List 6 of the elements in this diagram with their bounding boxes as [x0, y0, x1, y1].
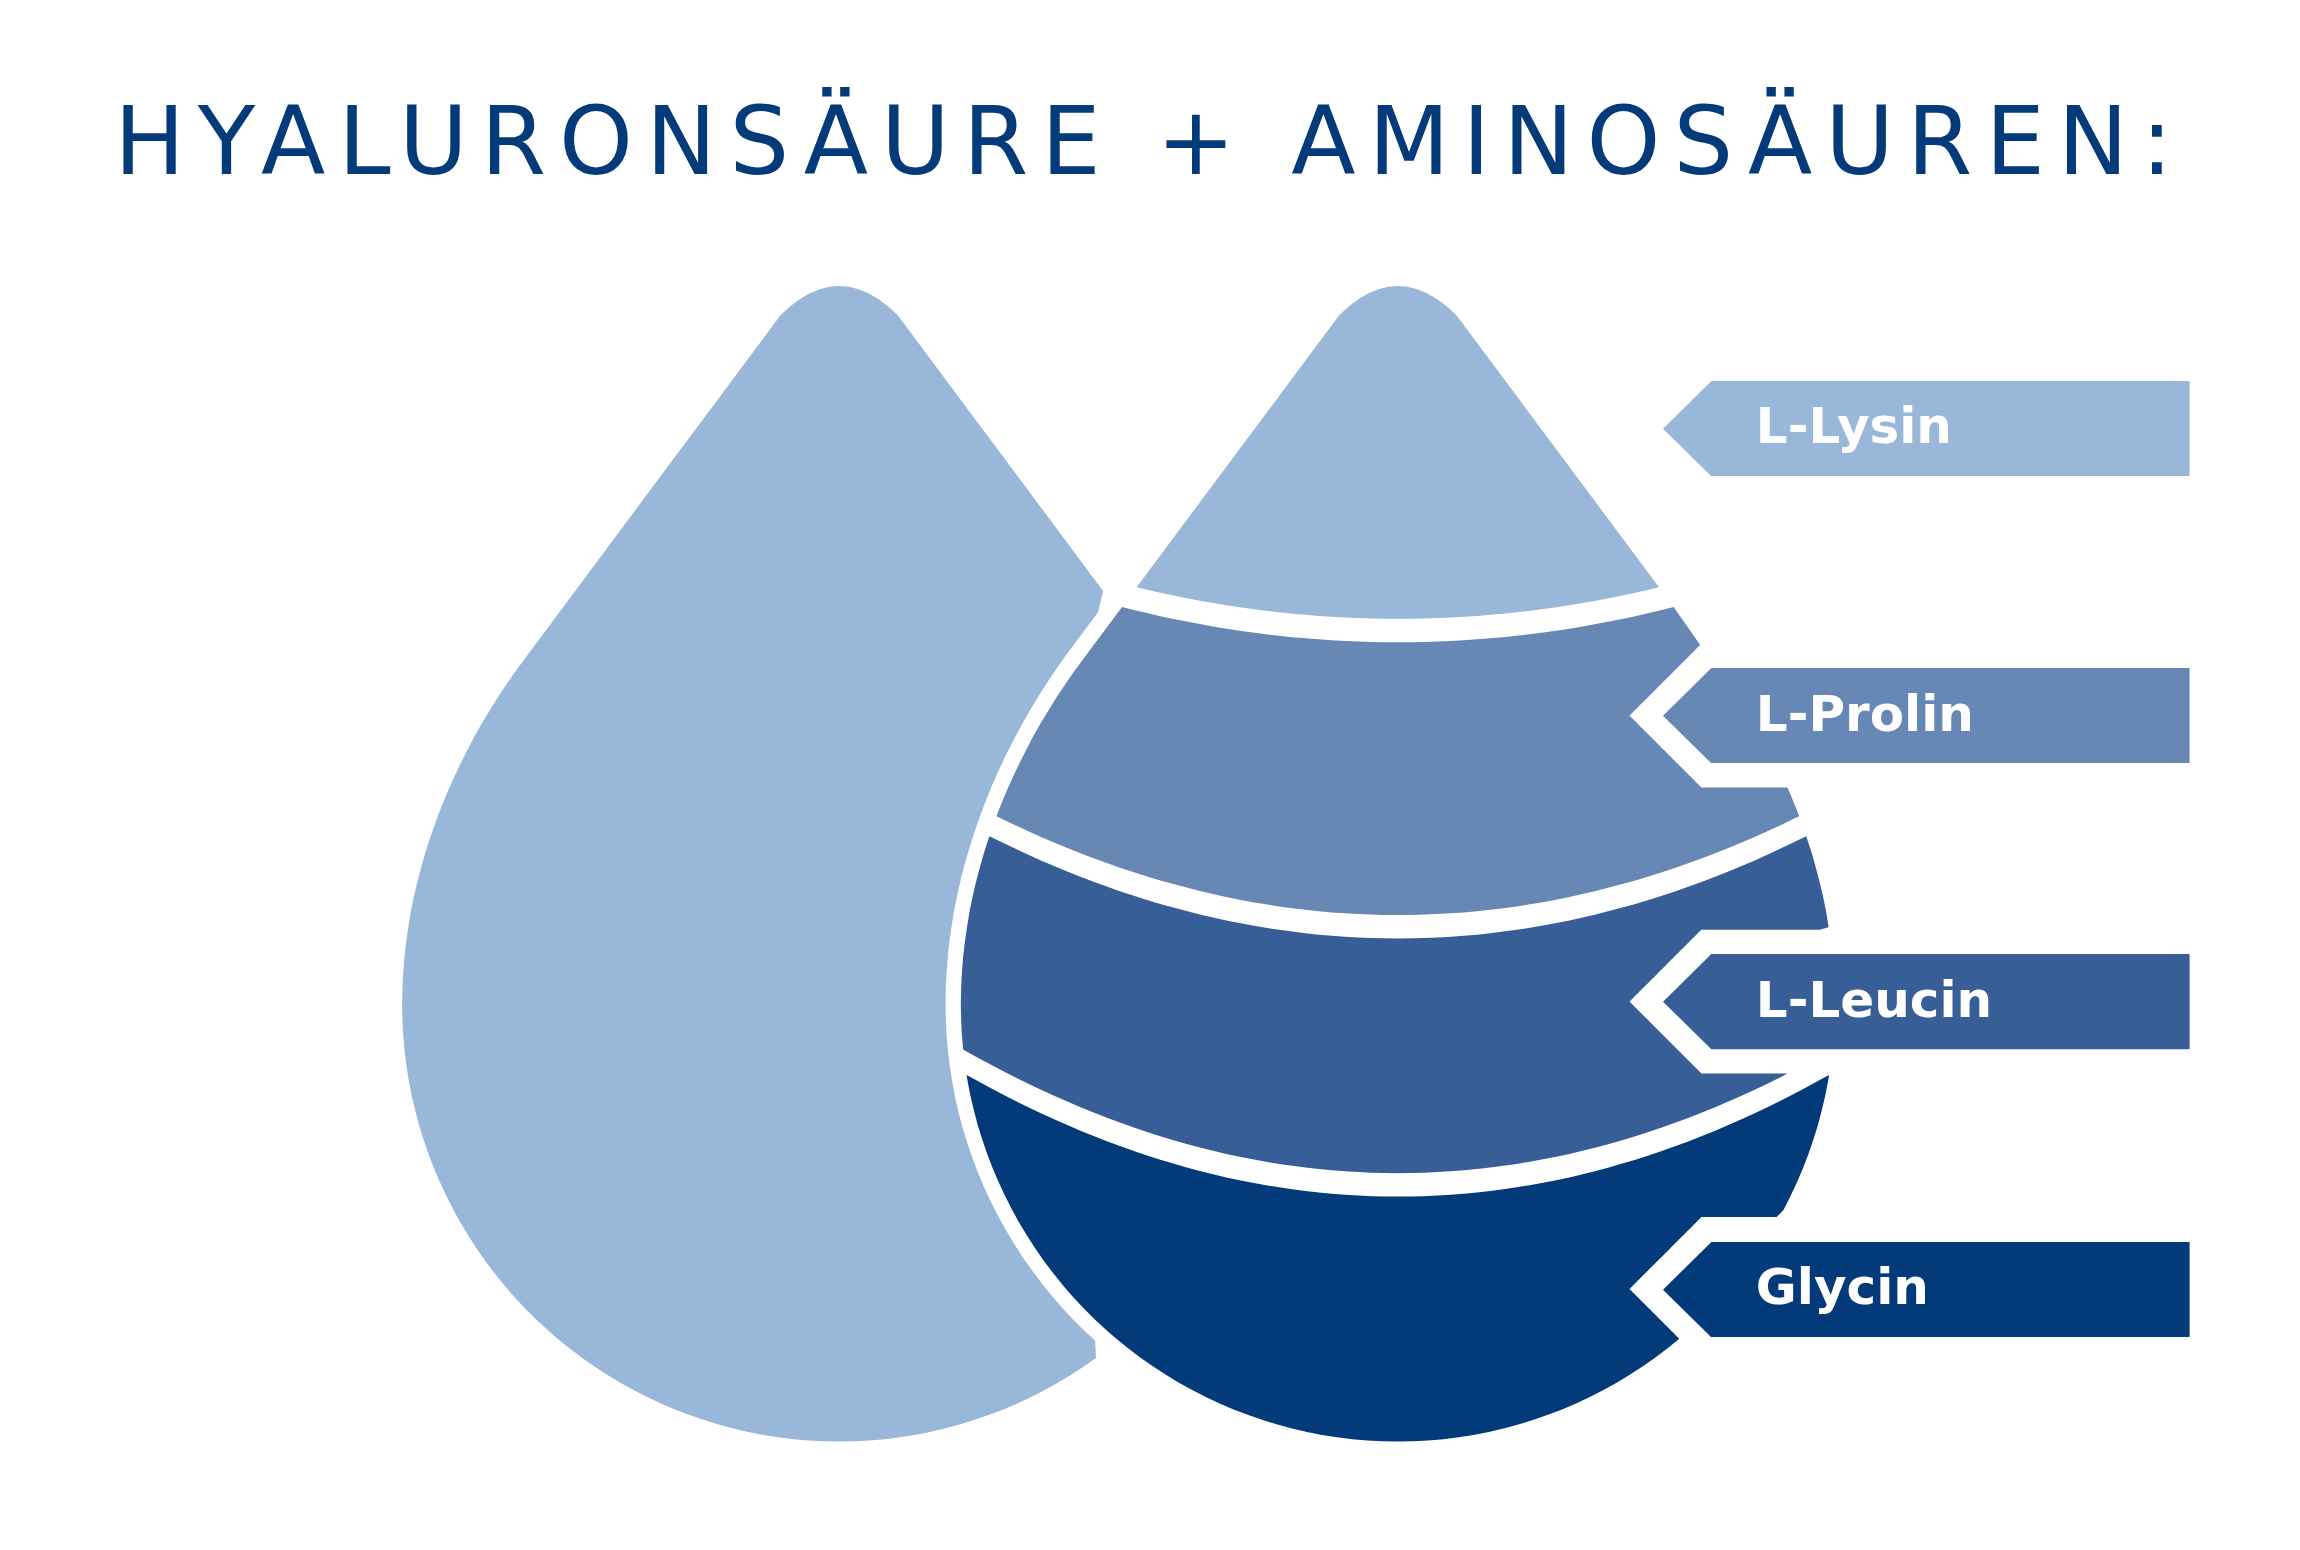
amino-acid-label: L-Leucin: [1755, 974, 1993, 1025]
drop-layer: [1136, 285, 1659, 619]
water-drop: [402, 285, 1104, 1442]
amino-acid-label: L-Prolin: [1755, 688, 1974, 739]
amino-acid-label: L-Lysin: [1755, 401, 1952, 452]
amino-acid-label: Glycin: [1755, 1262, 1929, 1313]
